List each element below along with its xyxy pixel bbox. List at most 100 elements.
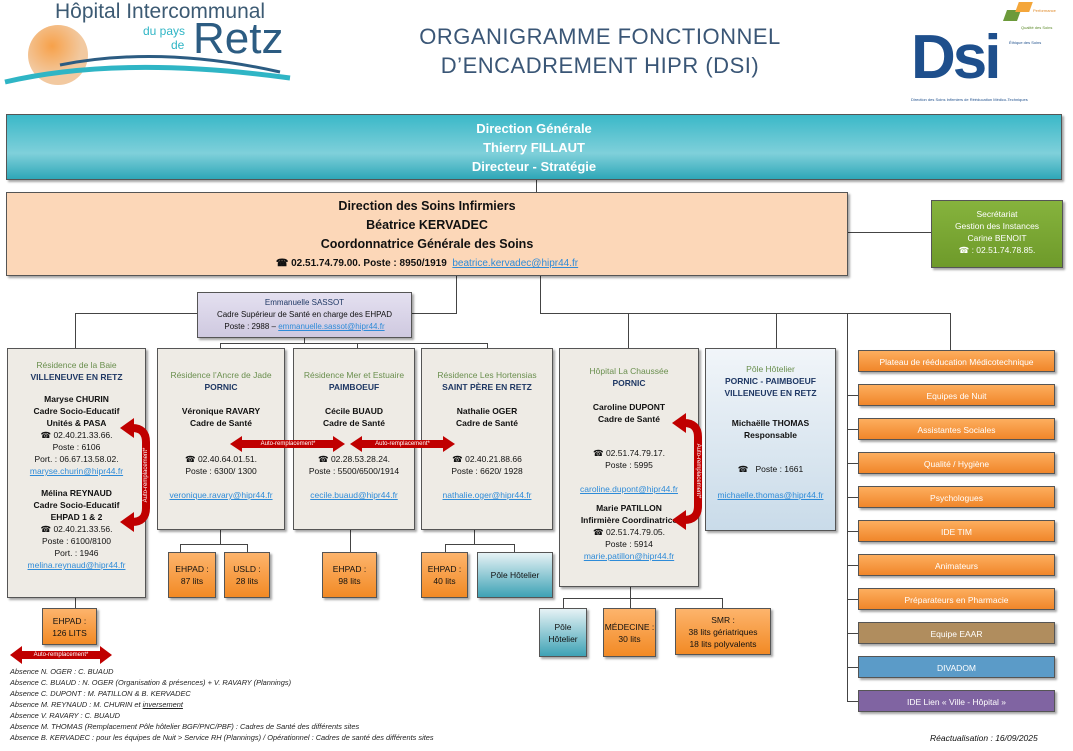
phone-icon: ☎ <box>40 524 52 534</box>
dsi-email-link[interactable]: beatrice.kervadec@hipr44.fr <box>452 258 579 269</box>
person-name: Nathalie OGER <box>456 406 518 416</box>
person-email-link[interactable]: veronique.ravary@hipr44.fr <box>169 490 273 500</box>
connector <box>847 667 858 668</box>
dsi-box: Direction des Soins Infirmiers Béatrice … <box>6 192 848 276</box>
connector <box>563 598 564 608</box>
person-poste: Poste : 5914 <box>605 539 653 549</box>
person-unit: EHPAD 1 & 2 <box>50 512 103 522</box>
person-email-link[interactable]: michaelle.thomas@hipr44.fr <box>717 490 824 500</box>
unit-label: EHPAD : <box>175 564 209 574</box>
unit-beds: 98 lits <box>338 576 361 586</box>
footnote: Absence B. KERVADEC : pour les équipes d… <box>10 732 434 743</box>
person-email-link[interactable]: cecile.buaud@hipr44.fr <box>310 490 398 500</box>
pole-hotelier-box: Pôle Hôtelier PORNIC - PAIMBOEUF VILLENE… <box>705 348 836 531</box>
sassot-email-link[interactable]: emmanuelle.sassot@hipr44.fr <box>278 322 385 331</box>
dg-role: Directeur - Stratégie <box>471 159 597 174</box>
footnote-text: Absence B. KERVADEC : pour les équipes d… <box>10 733 434 742</box>
person-poste: Poste : 1661 <box>755 464 804 474</box>
connector <box>847 395 858 396</box>
footnote-text: Absence C. BUAUD : N. OGER (Organisation… <box>10 678 292 687</box>
unit-label: USLD : <box>233 564 261 574</box>
sassot-role: Cadre Supérieur de Santé en charge des E… <box>216 310 393 319</box>
person-poste: Poste : 5500/6500/1914 <box>308 466 400 476</box>
connector <box>220 530 221 544</box>
connector <box>445 544 446 552</box>
footnote-text: Absence M. THOMAS (Remplacement Pôle hôt… <box>10 722 360 731</box>
service-box: Animateurs <box>858 554 1055 576</box>
person-role: Responsable <box>744 430 797 440</box>
ehpad-126-box: EHPAD :126 LITS <box>42 608 97 645</box>
unit-beds: 38 lits gériatriques <box>688 626 758 637</box>
secretariat-box: Secrétariat Gestion des Instances Carine… <box>931 200 1063 268</box>
connector <box>456 276 457 314</box>
ehpad-87-box: EHPAD : 87 lits <box>168 552 216 598</box>
connector <box>180 544 181 552</box>
person-name: Marie PATILLON <box>596 503 662 513</box>
unit-label: SMR : <box>711 614 735 625</box>
connector <box>722 598 723 608</box>
logo-line4: Retz <box>193 14 284 63</box>
person-email-link[interactable]: melina.reynaud@hipr44.fr <box>27 560 126 570</box>
site-city: SAINT PÈRE EN RETZ <box>442 382 532 392</box>
footnote-emphasis: inversement <box>142 700 183 709</box>
service-box: Qualité / Hygiène <box>858 452 1055 474</box>
residence-ancre-box: Résidence l’Ancre de Jade PORNIC Véroniq… <box>157 348 285 530</box>
service-box: Psychologues <box>858 486 1055 508</box>
person-email-link[interactable]: maryse.churin@hipr44.fr <box>29 466 124 476</box>
person-phone: 02.40.21.33.66. <box>53 430 113 440</box>
connector <box>847 633 858 634</box>
service-box: Equipes de Nuit <box>858 384 1055 406</box>
person-email-link[interactable]: caroline.dupont@hipr44.fr <box>580 484 678 494</box>
connector <box>950 313 951 350</box>
person-role: Infirmière Coordinatrice <box>580 515 678 525</box>
person-role: Cadre de Santé <box>456 418 518 428</box>
person-name: Cécile BUAUD <box>324 406 384 416</box>
connector <box>357 343 358 348</box>
site-city: PAIMBOEUF <box>328 382 380 392</box>
dg-name: Thierry FILLAUT <box>483 140 585 155</box>
person-email-link[interactable]: nathalie.oger@hipr44.fr <box>442 490 532 500</box>
connector <box>847 701 858 702</box>
connector <box>445 544 515 545</box>
phone-icon: ☎ <box>452 454 463 464</box>
phone-icon: ☎ <box>958 245 970 255</box>
ehpad-98-box: EHPAD :98 lits <box>322 552 377 598</box>
connector <box>847 313 848 701</box>
connector <box>220 343 488 344</box>
connector <box>776 313 777 348</box>
site-name: Résidence Les Hortensias <box>437 370 537 380</box>
logo-line3: de <box>171 38 185 52</box>
connector <box>630 598 631 608</box>
secretariat-title: Secrétariat <box>976 209 1018 219</box>
footnote-text: Absence C. DUPONT : M. PATILLON & B. KER… <box>10 689 191 698</box>
connector <box>304 338 305 343</box>
unit-beds: 87 lits <box>180 576 204 586</box>
phone-icon: ☎ <box>592 527 604 537</box>
connector <box>75 313 76 348</box>
service-box: IDE Lien « Ville - Hôpital » <box>858 690 1055 712</box>
person-email-link[interactable]: marie.patillon@hipr44.fr <box>583 551 675 561</box>
person-unit: Unités & PASA <box>46 418 107 428</box>
person-role: Cadre Socio-Educatif <box>33 406 120 416</box>
dsi-role: Coordonnatrice Générale des Soins <box>320 237 534 251</box>
connector <box>540 276 541 314</box>
medecine-box: MÉDECINE :30 lits <box>603 608 656 657</box>
pole-hotelier-hortensias-box: Pôle Hôtelier <box>477 552 553 598</box>
person-poste: Poste : 5995 <box>605 460 653 470</box>
secretariat-phone: : 02.51.74.78.85. <box>971 245 1036 255</box>
residence-mer-box: Résidence Mer et Estuaire PAIMBOEUF Céci… <box>293 348 415 530</box>
connector <box>220 343 221 348</box>
unit-label: Pôle Hôtelier <box>490 570 540 580</box>
dsi-tag2: Qualité des Soins <box>1021 25 1053 30</box>
site-name: Résidence de la Baie <box>36 360 117 370</box>
site-name: Pôle Hôtelier <box>746 364 795 374</box>
person-name: Caroline DUPONT <box>592 402 666 412</box>
secretariat-name: Carine BENOIT <box>967 233 1027 243</box>
person-poste: Poste : 6300/ 1300 <box>185 466 257 476</box>
service-box: Assistantes Sociales <box>858 418 1055 440</box>
unit-beds: 126 LITS <box>52 627 87 638</box>
connector <box>536 180 537 192</box>
connector <box>630 587 631 598</box>
phone-icon: ☎ <box>737 464 749 474</box>
